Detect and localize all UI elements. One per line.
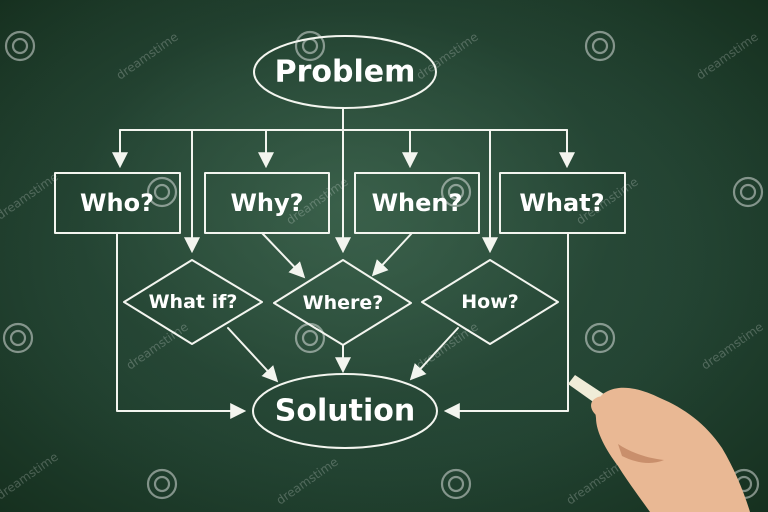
watermark-text: dreamstime — [0, 450, 61, 503]
question-box-what: What? — [499, 172, 626, 234]
problem-node: Problem — [253, 35, 437, 109]
watermark-text: dreamstime — [694, 30, 761, 83]
watermark-icon — [4, 30, 36, 62]
decision-diamond-how: How? — [421, 259, 559, 345]
watermark-icon — [294, 322, 326, 354]
question-box-who: Who? — [54, 172, 181, 234]
watermark-text: dreamstime — [0, 170, 61, 223]
question-label: When? — [372, 189, 463, 217]
watermark-icon — [584, 322, 616, 354]
connector-when-where — [371, 232, 413, 277]
watermark-text: dreamstime — [414, 30, 481, 83]
watermark-text: dreamstime — [274, 455, 341, 508]
watermark-icon — [440, 176, 472, 208]
connector-whatif-solution — [227, 327, 279, 383]
decision-diamond-where: Where? — [273, 259, 412, 346]
solution-node: Solution — [252, 373, 438, 449]
decision-label: Where? — [303, 292, 384, 314]
watermark-icon — [584, 30, 616, 62]
watermark-text: dreamstime — [114, 30, 181, 83]
decision-label: What if? — [149, 291, 238, 313]
connector-what-solution — [443, 232, 569, 419]
watermark-icon — [146, 176, 178, 208]
watermark-icon — [732, 176, 764, 208]
connector-who-solution — [116, 232, 247, 419]
connectors — [112, 107, 575, 419]
solution-label: Solution — [275, 394, 415, 429]
connector-how-solution — [409, 327, 459, 381]
decision-diamond-what-if: What if? — [123, 259, 263, 345]
question-label: Who? — [80, 189, 154, 217]
finger — [591, 396, 622, 418]
decision-label: How? — [461, 291, 519, 313]
question-box-when: When? — [354, 172, 480, 234]
hand — [595, 387, 750, 512]
watermark-text: dreamstime — [699, 320, 766, 373]
watermark-icon — [146, 468, 178, 500]
watermark-icon — [440, 468, 472, 500]
question-box-why: Why? — [204, 172, 330, 234]
watermark-text: dreamstime — [124, 320, 191, 373]
question-label: Why? — [230, 189, 303, 217]
problem-label: Problem — [275, 55, 416, 90]
connector-why-where — [261, 232, 306, 279]
hand-shadow — [618, 444, 664, 463]
watermark-icon — [2, 322, 34, 354]
question-label: What? — [519, 189, 604, 217]
hand-with-chalk — [568, 375, 750, 512]
